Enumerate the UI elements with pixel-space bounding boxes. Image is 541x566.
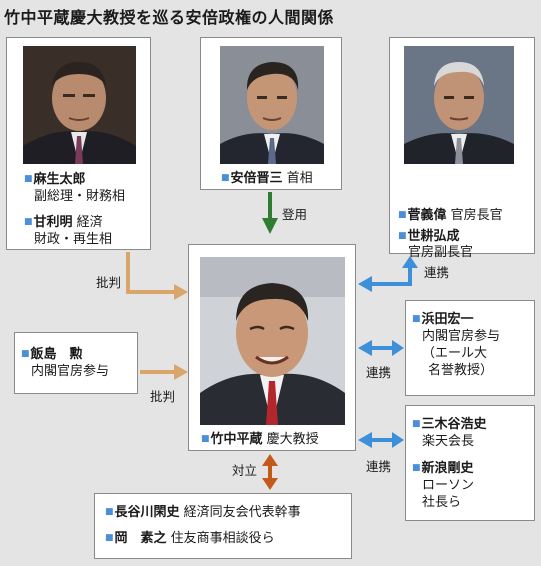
niinami-name-line: ■新浪剛史 [412, 460, 474, 477]
amari-role-2: 財政・再生相 [34, 232, 113, 247]
appoint-label: 登用 [282, 207, 308, 222]
aso-portrait-image [23, 46, 136, 164]
aso-role: 副総理・財務相 [34, 189, 126, 204]
bullet-icon: ■ [398, 210, 407, 220]
cooperation-label-suga: 連携 [424, 265, 450, 280]
niinami-role-1: ローソン [422, 478, 475, 493]
bullet-icon: ■ [412, 463, 421, 473]
criticism-arrow-aso [126, 252, 188, 300]
hamada-role-2: （エール大 [422, 346, 488, 361]
bullet-icon: ■ [105, 507, 114, 517]
seko-line: ■世耕弘成 [398, 228, 460, 245]
niinami-name: 新浪剛史 [421, 461, 474, 476]
seko-role: 官房副長官 [408, 245, 474, 260]
iijima-box: ■飯島 勲 内閣官房参与 [14, 332, 138, 394]
bullet-icon: ■ [105, 533, 114, 543]
abe-box: ■安倍晋三 首相 [200, 37, 342, 190]
oka-role: 住友商事相談役ら [170, 531, 275, 546]
suga-role: 官房長官 [450, 208, 503, 223]
hasegawa-role: 経済同友会代表幹事 [183, 505, 301, 520]
aso-amari-box: ■麻生太郎 副総理・財務相 ■甘利明 経済 財政・再生相 [6, 37, 151, 250]
cooperation-arrow-mikitani [358, 432, 404, 448]
takenaka-box: ■竹中平蔵 慶大教授 [188, 244, 356, 451]
criticism-label-iijima: 批判 [150, 389, 176, 404]
takenaka-role: 慶大教授 [266, 432, 319, 447]
suga-photo [404, 46, 514, 164]
bullet-icon: ■ [398, 231, 407, 241]
oka-name: 岡 素之 [114, 531, 167, 546]
suga-seko-box: ■菅義偉 官房長官 ■世耕弘成 官房副長官 [389, 37, 535, 260]
hasegawa-oka-box: ■長谷川閑史 経済同友会代表幹事 ■岡 素之 住友商事相談役ら [94, 493, 352, 559]
cooperation-label-hamada: 連携 [366, 365, 392, 380]
cooperation-arrow-hamada [358, 340, 404, 356]
appoint-arrow [262, 192, 278, 234]
iijima-name: 飯島 勲 [30, 347, 83, 362]
abe-photo [220, 46, 324, 164]
amari-role-1: 経済 [76, 215, 103, 230]
criticism-arrow-iijima [140, 364, 188, 380]
diagram-title: 竹中平蔵慶大教授を巡る安倍政権の人間関係 [4, 8, 335, 27]
takenaka-portrait-image [200, 257, 345, 425]
amari-name: 甘利明 [33, 215, 73, 230]
criticism-label-aso: 批判 [96, 275, 122, 290]
amari-name-line: ■甘利明 経済 [24, 214, 103, 231]
hamada-role-3: 名誉教授） [428, 363, 494, 378]
hasegawa-line: ■長谷川閑史 経済同友会代表幹事 [105, 504, 301, 521]
aso-name-line: ■麻生太郎 [24, 171, 86, 188]
abe-name: 安倍晋三 [230, 171, 283, 186]
iijima-role: 内閣官房参与 [31, 364, 110, 379]
bullet-icon: ■ [412, 419, 421, 429]
abe-portrait-image [220, 46, 324, 164]
hamada-name: 浜田宏一 [421, 312, 474, 327]
aso-name: 麻生太郎 [33, 172, 86, 187]
abe-role: 首相 [286, 171, 313, 186]
suga-name: 菅義偉 [407, 208, 447, 223]
niinami-role-2: 社長ら [422, 495, 462, 510]
mikitani-name-line: ■三木谷浩史 [412, 416, 487, 433]
hamada-box: ■浜田宏一 内閣官房参与 （エール大 名誉教授） [405, 300, 535, 396]
oka-line: ■岡 素之 住友商事相談役ら [105, 530, 275, 547]
cooperation-label-mikitani: 連携 [366, 459, 392, 474]
conflict-arrow [262, 454, 278, 490]
takenaka-name-line: ■竹中平蔵 慶大教授 [201, 431, 319, 448]
conflict-label: 対立 [232, 463, 258, 478]
hamada-role-1: 内閣官房参与 [422, 329, 501, 344]
bullet-icon: ■ [221, 173, 230, 183]
mikitani-role: 楽天会長 [422, 434, 475, 449]
hasegawa-name: 長谷川閑史 [114, 505, 180, 520]
mikitani-niinami-box: ■三木谷浩史 楽天会長 ■新浪剛史 ローソン 社長ら [405, 405, 535, 521]
abe-name-line: ■安倍晋三 首相 [221, 170, 313, 187]
takenaka-photo [200, 257, 345, 425]
suga-portrait-image [404, 46, 514, 164]
bullet-icon: ■ [24, 174, 33, 184]
suga-name-line: ■菅義偉 官房長官 [398, 207, 503, 224]
seko-name: 世耕弘成 [407, 229, 460, 244]
bullet-icon: ■ [412, 314, 421, 324]
hamada-name-line: ■浜田宏一 [412, 311, 474, 328]
iijima-name-line: ■飯島 勲 [21, 346, 83, 363]
bullet-icon: ■ [24, 217, 33, 227]
mikitani-name: 三木谷浩史 [421, 417, 487, 432]
bullet-icon: ■ [21, 349, 30, 359]
bullet-icon: ■ [201, 434, 210, 444]
takenaka-name: 竹中平蔵 [210, 432, 263, 447]
aso-photo [23, 46, 136, 164]
cooperation-arrow-suga [358, 256, 418, 292]
